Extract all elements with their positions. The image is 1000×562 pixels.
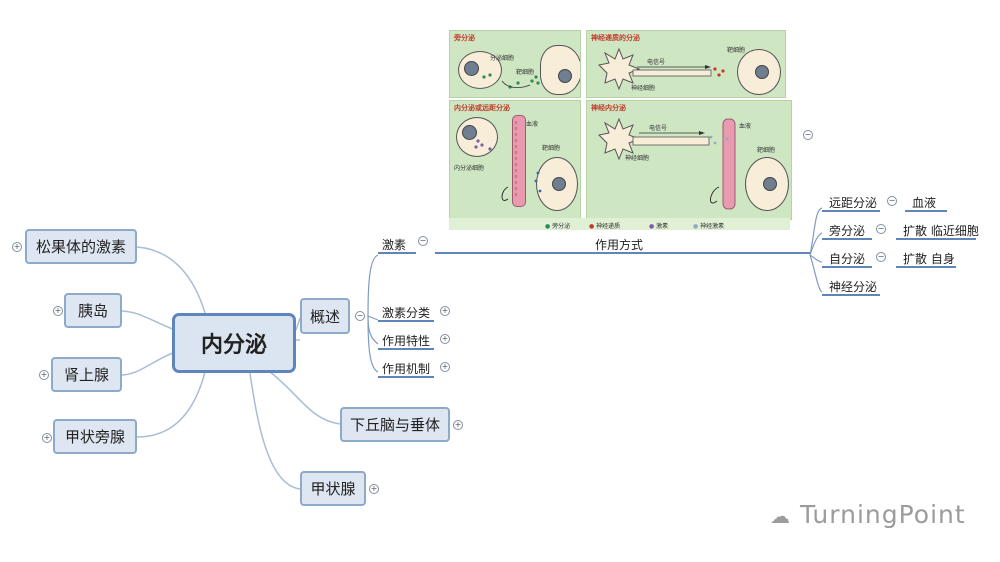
mode-paracrine[interactable]: 旁分泌 bbox=[829, 224, 866, 238]
topic-characteristics[interactable]: 作用特性 bbox=[382, 334, 431, 348]
panel-neurotransmitter-title: 神经递质的分泌 bbox=[591, 34, 640, 42]
mode-neurosecretion[interactable]: 神经分泌 bbox=[829, 280, 878, 294]
label-target-cell: 靶细胞 bbox=[516, 69, 535, 76]
label-electric-signal-2: 电信号 bbox=[649, 125, 668, 132]
collapse-figure-icon[interactable]: − bbox=[803, 130, 813, 140]
topic-hormone-underline bbox=[378, 252, 416, 254]
branch-overview[interactable]: 概述 bbox=[300, 298, 350, 334]
legend-item-hormone: ● 激素 bbox=[649, 223, 669, 230]
branch-thyroid-label: 甲状腺 bbox=[310, 480, 356, 498]
branch-hypothalamus-label: 下丘脑与垂体 bbox=[349, 416, 440, 434]
target-nucleus-3 bbox=[552, 177, 566, 191]
watermark-text: TurningPoint bbox=[799, 500, 966, 529]
expand-adrenal-icon[interactable]: + bbox=[39, 370, 49, 380]
mode-distant-detail[interactable]: 血液 bbox=[912, 196, 937, 210]
topic-mechanism[interactable]: 作用机制 bbox=[382, 362, 431, 376]
panel-endocrine-title: 内分泌或远距分泌 bbox=[454, 104, 510, 112]
mode-paracrine-underline bbox=[822, 238, 872, 240]
branch-adrenal[interactable]: 肾上腺 bbox=[51, 357, 122, 392]
topic-classification-underline bbox=[378, 320, 434, 322]
label-target-cell-4: 靶细胞 bbox=[757, 147, 776, 154]
expand-classification-icon[interactable]: + bbox=[440, 306, 450, 316]
panel-neuroendocrine-title: 神经内分泌 bbox=[591, 104, 626, 112]
panel-neuroendocrine: 神经内分泌 电信号 血液 靶细胞 神经细胞 bbox=[586, 100, 792, 220]
mode-autocrine-detail[interactable]: 扩散 自身 bbox=[903, 252, 955, 266]
expand-thyroid-icon[interactable]: + bbox=[369, 484, 379, 494]
mode-distant[interactable]: 远距分泌 bbox=[829, 196, 878, 210]
branch-pineal[interactable]: 松果体的激素 bbox=[25, 229, 137, 264]
topic-characteristics-underline bbox=[378, 348, 434, 350]
mode-paracrine-detail[interactable]: 扩散 临近细胞 bbox=[903, 224, 979, 238]
branch-overview-label: 概述 bbox=[309, 307, 340, 326]
expand-hypothalamus-icon[interactable]: + bbox=[453, 420, 463, 430]
mode-neurosecretion-underline bbox=[822, 294, 880, 296]
target-cell-4 bbox=[745, 157, 789, 211]
panel-paracrine-title: 旁分泌 bbox=[454, 34, 475, 42]
collapse-hormone-icon[interactable]: − bbox=[418, 236, 428, 246]
topic-classification[interactable]: 激素分类 bbox=[382, 306, 431, 320]
target-nucleus-4 bbox=[763, 177, 777, 191]
label-endocrine-cell: 内分泌细胞 bbox=[454, 165, 485, 172]
panel-endocrine: 内分泌或远距分泌 血液 靶细胞 内分泌细胞 bbox=[449, 100, 581, 220]
hormone-dots bbox=[474, 121, 542, 201]
target-nucleus bbox=[558, 69, 572, 83]
panel-neurotransmitter: 神经递质的分泌 电信号 靶细胞 神经细胞 bbox=[586, 30, 786, 98]
blood-vessel bbox=[512, 115, 526, 207]
branch-islet-label: 胰岛 bbox=[77, 302, 108, 320]
watermark: ☁ TurningPoint bbox=[770, 500, 966, 529]
action-mode-line bbox=[435, 252, 810, 254]
expand-characteristics-icon[interactable]: + bbox=[440, 334, 450, 344]
legend-item-paracrine: ● 旁分泌 bbox=[545, 223, 571, 230]
label-blood-2: 血液 bbox=[739, 123, 752, 130]
target-nucleus-2 bbox=[755, 65, 769, 79]
endocrine-cell bbox=[456, 117, 498, 157]
topic-action-mode[interactable]: 作用方式 bbox=[595, 238, 644, 252]
center-node[interactable]: 内分泌 bbox=[172, 313, 296, 373]
secretion-figure: 旁分泌 分泌细胞 靶细胞 神经递质的分泌 电信号 靶细胞 神经细胞 内分泌或远距… bbox=[449, 30, 792, 230]
mode-distant-underline bbox=[822, 210, 880, 212]
expand-mechanism-icon[interactable]: + bbox=[440, 362, 450, 372]
label-target-cell-3: 靶细胞 bbox=[542, 145, 561, 152]
neuron-drawing bbox=[597, 47, 725, 91]
label-electric-signal: 电信号 bbox=[647, 59, 666, 66]
collapse-autocrine-icon[interactable]: − bbox=[876, 252, 886, 262]
branch-parathyroid[interactable]: 甲状旁腺 bbox=[53, 419, 137, 454]
label-nerve-cell-2: 神经细胞 bbox=[625, 155, 650, 162]
expand-pineal-icon[interactable]: + bbox=[12, 242, 22, 252]
collapse-paracrine-icon[interactable]: − bbox=[876, 224, 886, 234]
label-secreting-cell: 分泌细胞 bbox=[490, 55, 515, 62]
center-label: 内分泌 bbox=[200, 333, 267, 358]
collapse-overview-icon[interactable]: − bbox=[355, 311, 365, 321]
branch-thyroid[interactable]: 甲状腺 bbox=[300, 471, 366, 506]
mode-paracrine-detail-underline bbox=[896, 238, 976, 240]
mode-distant-detail-underline bbox=[905, 210, 947, 212]
secreting-cell bbox=[458, 51, 502, 89]
branch-adrenal-label: 肾上腺 bbox=[63, 366, 109, 384]
paracrine-dots bbox=[482, 73, 540, 89]
figure-legend: ● 旁分泌 ● 神经递质 ● 激素 ● 神经激素 bbox=[449, 218, 790, 230]
branch-pineal-label: 松果体的激素 bbox=[35, 238, 126, 256]
legend-item-neurohormone: ● 神经激素 bbox=[693, 223, 725, 230]
label-target-cell-2: 靶细胞 bbox=[727, 47, 746, 54]
topic-hormone[interactable]: 激素 bbox=[382, 238, 407, 252]
endocrine-nucleus bbox=[462, 125, 477, 140]
branch-hypothalamus[interactable]: 下丘脑与垂体 bbox=[340, 407, 450, 442]
neuroendocrine-drawing bbox=[597, 117, 736, 210]
label-blood: 血液 bbox=[526, 121, 539, 128]
topic-mechanism-underline bbox=[378, 376, 434, 378]
secreting-nucleus bbox=[464, 61, 479, 76]
expand-parathyroid-icon[interactable]: + bbox=[42, 433, 52, 443]
collapse-distant-icon[interactable]: − bbox=[887, 196, 897, 206]
mode-autocrine-underline bbox=[822, 266, 872, 268]
wechat-icon: ☁ bbox=[770, 504, 791, 528]
panel-paracrine: 旁分泌 分泌细胞 靶细胞 bbox=[449, 30, 581, 98]
expand-islet-icon[interactable]: + bbox=[53, 306, 63, 316]
branch-parathyroid-label: 甲状旁腺 bbox=[64, 428, 125, 446]
legend-item-neurotransmitter: ● 神经递质 bbox=[589, 223, 621, 230]
mode-autocrine-detail-underline bbox=[896, 266, 956, 268]
branch-islet[interactable]: 胰岛 bbox=[64, 293, 122, 328]
label-nerve-cell: 神经细胞 bbox=[631, 85, 656, 92]
mode-autocrine[interactable]: 自分泌 bbox=[829, 252, 866, 266]
